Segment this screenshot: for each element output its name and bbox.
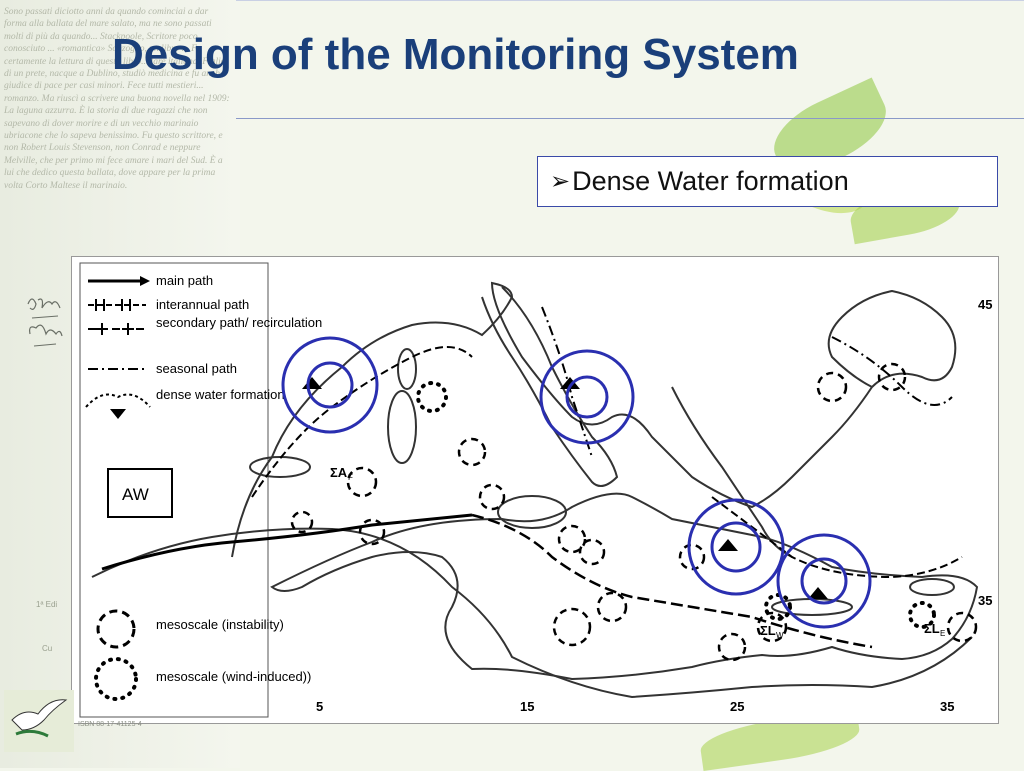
coastline-africa [91, 527, 973, 699]
background-italic-text: Sono passati diciotto anni da quando com… [4, 7, 230, 191]
cyprus-island [909, 578, 955, 596]
isbn-text: ISBN 88-17-41125-4 [78, 721, 142, 728]
secondary-path-flow [711, 496, 963, 579]
title-underline [236, 118, 1024, 119]
longitude-tick: 25 [730, 699, 744, 714]
sardinia-island [387, 390, 417, 464]
bullet-box: ➢ Dense Water formation [537, 156, 998, 207]
sicily-island [497, 495, 567, 529]
latitude-tick: 45 [978, 297, 992, 312]
legend-item-label: seasonal path [156, 361, 237, 376]
highlight-circle-outer-adriatic [539, 349, 635, 445]
map-svg: main path interannual path secondary pat… [79, 262, 992, 718]
highlight-circle-outer-levantine [776, 533, 872, 629]
aw-box [107, 468, 173, 518]
region-subscript-f: F [348, 473, 353, 482]
arrow-bullet-icon: ➢ [550, 168, 571, 195]
balearic-islands [249, 456, 311, 478]
edition-text: 1ª Edi [36, 600, 58, 609]
coastline-western-med [270, 492, 979, 681]
dense-water-highlight-circles [281, 336, 872, 629]
highlight-circle-outer-gulf-of-lion [281, 336, 379, 434]
latitude-tick: 35 [978, 593, 992, 608]
header-top-line [236, 0, 1024, 1]
legend-item-label: secondary path/ recirculation [156, 315, 322, 330]
signature-logo [27, 298, 63, 347]
region-subscript-w: W [776, 631, 784, 640]
region-subscript-e: E [940, 629, 945, 638]
seasonal-path-flow [541, 306, 593, 458]
longitude-tick: 5 [316, 699, 323, 714]
legend-mesoscale-label: mesoscale (wind-induced)) [156, 669, 311, 684]
bullet-text: Dense Water formation [572, 166, 849, 196]
region-label-lw: ΣL [760, 623, 776, 638]
aw-label: AW [122, 485, 149, 504]
highlight-circle-inner-levantine [800, 557, 848, 605]
highlight-circle-inner-gulf-of-lion [306, 361, 354, 409]
longitude-tick: 35 [940, 699, 954, 714]
seagull-logo [4, 690, 74, 752]
mediterranean-circulation-map: main path interannual path secondary pat… [71, 256, 999, 724]
region-label-af: ΣA [330, 465, 348, 480]
legend-mesoscale-wind-symbol [94, 657, 138, 701]
secondary-path-flow [251, 346, 473, 498]
italy-coast [481, 286, 619, 487]
mesoscale-eddies [290, 362, 978, 662]
wind-induced-eddies [416, 381, 936, 629]
corsica-island [397, 348, 417, 390]
partial-text: Cu [42, 644, 53, 653]
legend-item-label: dense water formation [156, 387, 285, 402]
longitude-tick: 15 [520, 699, 534, 714]
region-label-le: ΣL [924, 621, 940, 636]
page-title: Design of the Monitoring System [112, 30, 799, 79]
legend-mesoscale-label: mesoscale (instability) [156, 617, 284, 632]
coastline-north [231, 281, 957, 558]
main-path-flow [101, 513, 473, 571]
legend-dense-water-symbol [85, 393, 151, 408]
legend-mesoscale-instability-symbol [96, 609, 136, 649]
highlight-circle-outer-aegean [687, 498, 785, 596]
main-path-flow [471, 513, 873, 649]
legend-item-label: interannual path [156, 297, 249, 312]
highlight-circle-inner-aegean [710, 521, 762, 573]
seasonal-path-flow [831, 336, 953, 406]
legend-item-label: main path [156, 273, 213, 288]
highlight-circle-inner-adriatic [565, 375, 609, 419]
